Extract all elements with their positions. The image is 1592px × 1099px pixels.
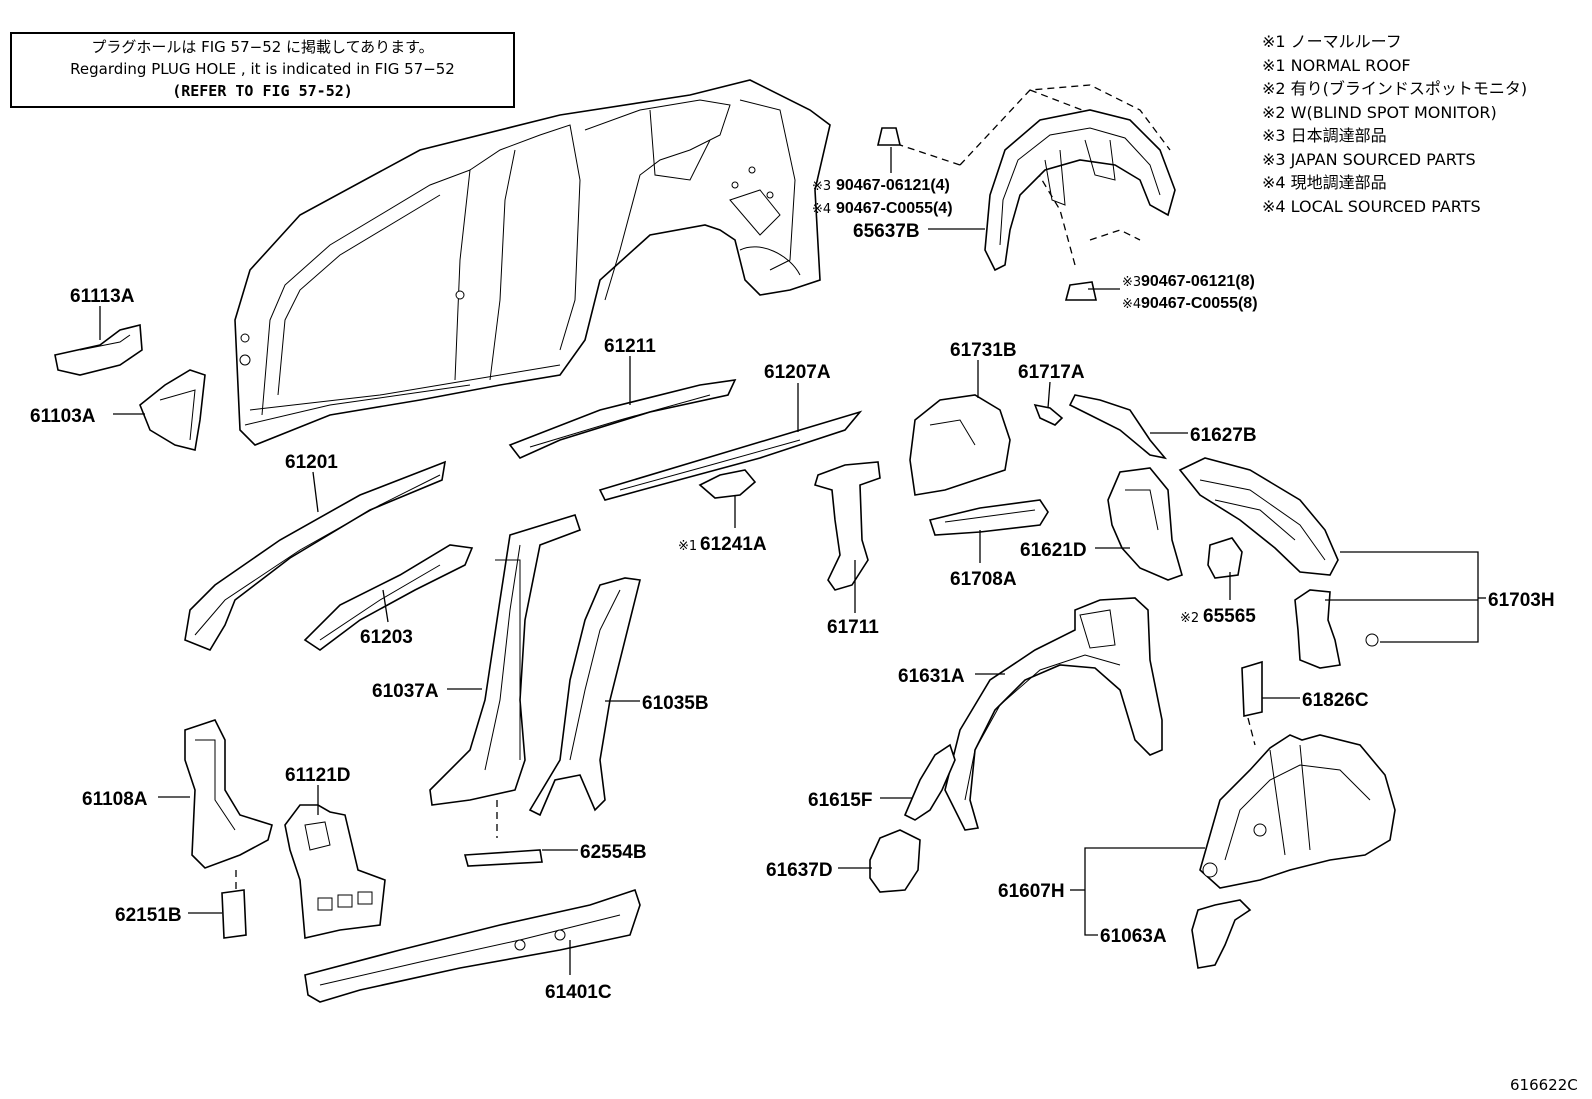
label-clip-a1: 90467-06121(4) (836, 177, 950, 194)
mark-clip-b2: ※4 (1122, 297, 1141, 312)
label-61037A: 61037A (372, 681, 439, 702)
label-61121D: 61121D (285, 765, 351, 786)
label-61035B: 61035B (642, 693, 709, 714)
leader-lines (99, 147, 1486, 975)
label-61703H: 61703H (1488, 590, 1555, 611)
mark-clip-a1: ※3 (812, 179, 831, 194)
note-line-japanese: プラグホールは FIG 57−52 に掲載してあります。 (91, 38, 434, 56)
label-61203: 61203 (360, 627, 413, 648)
label-61826C: 61826C (1302, 690, 1369, 711)
mark-61241A: ※1 (678, 539, 697, 554)
part-labels: 61113A 61103A 61201 61211 61207A 61203 ※… (30, 177, 1555, 1003)
mark-clip-a2: ※4 (812, 202, 831, 217)
label-61108A: 61108A (82, 789, 148, 810)
label-62554B: 62554B (580, 842, 647, 863)
note-line-refer: (REFER TO FIG 57-52) (172, 82, 353, 100)
label-61627B: 61627B (1190, 425, 1257, 446)
fender-liner-drawing (876, 84, 1176, 301)
label-61711: 61711 (827, 617, 879, 638)
label-61401C: 61401C (545, 982, 612, 1003)
mark-clip-b1: ※3 (1122, 275, 1141, 290)
legend-item: ※2 W(BLIND SPOT MONITOR) (1262, 102, 1497, 122)
label-clip-b2: 90467-C0055(8) (1141, 295, 1258, 312)
label-61207A: 61207A (764, 362, 831, 383)
label-61731B: 61731B (950, 340, 1017, 361)
legend-item: ※1 ノーマルルーフ (1262, 32, 1402, 51)
label-61607H: 61607H (998, 881, 1065, 902)
label-61621D: 61621D (1020, 540, 1087, 561)
legend-item: ※3 日本調達部品 (1262, 126, 1387, 145)
legend-item: ※4 現地調達部品 (1262, 173, 1387, 192)
legend: ※1 ノーマルルーフ ※1 NORMAL ROOF ※2 有り(ブラインドスポッ… (1262, 30, 1527, 218)
label-61103A: 61103A (30, 406, 96, 427)
label-clip-a2: 90467-C0055(4) (836, 200, 953, 217)
mark-65565: ※2 (1180, 611, 1199, 626)
legend-item: ※4 LOCAL SOURCED PARTS (1262, 196, 1481, 216)
label-61211: 61211 (604, 336, 656, 357)
label-61637D: 61637D (766, 860, 833, 881)
figure-number: 616622C (1510, 1076, 1578, 1094)
label-61615F: 61615F (808, 790, 872, 811)
label-clip-b1: 90467-06121(8) (1141, 273, 1255, 290)
plug-hole-note: プラグホールは FIG 57−52 に掲載してあります。 Regarding P… (10, 32, 515, 108)
label-65565: 65565 (1203, 606, 1256, 627)
label-61241A: 61241A (700, 534, 767, 555)
label-61717A: 61717A (1018, 362, 1085, 383)
label-61063A: 61063A (1100, 926, 1167, 947)
label-62151B: 62151B (115, 905, 182, 926)
note-line-english: Regarding PLUG HOLE , it is indicated in… (70, 60, 455, 78)
label-61631A: 61631A (898, 666, 965, 687)
legend-item: ※2 有り(ブラインドスポットモニタ) (1262, 79, 1528, 98)
side-outer-panel-drawing (234, 79, 831, 446)
component-drawings (54, 323, 1396, 1003)
label-65637B: 65637B (853, 221, 920, 242)
label-61708A: 61708A (950, 569, 1017, 590)
legend-item: ※3 JAPAN SOURCED PARTS (1262, 149, 1476, 169)
label-61201: 61201 (285, 452, 338, 473)
label-61113A: 61113A (70, 286, 135, 307)
legend-item: ※1 NORMAL ROOF (1262, 55, 1411, 75)
